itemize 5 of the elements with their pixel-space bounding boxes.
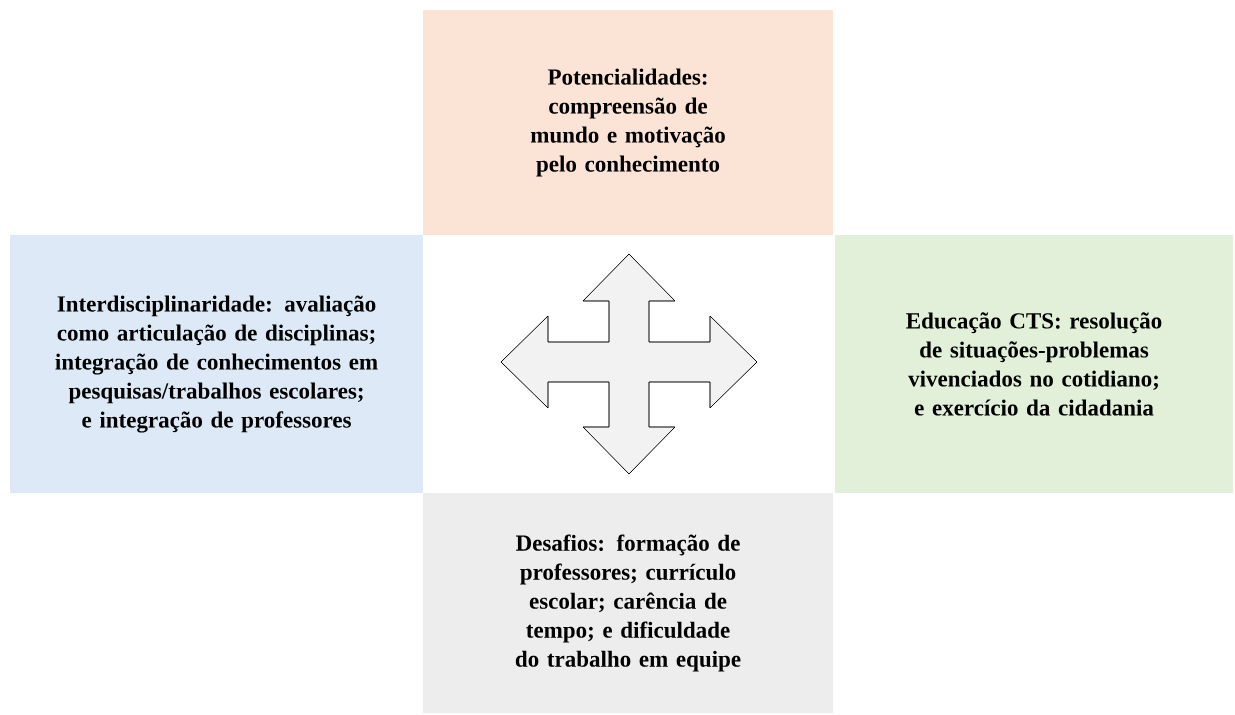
text-box: Desafios: formação de professores; currículo escolar; carência de tempo; e dificuldade do trabalho em equipe — [423, 493, 833, 713]
text-box: Educação CTS: resolução de situações-problemas vivenciados no cotidiano; e exercício da cidadania — [835, 235, 1233, 493]
text-box: Interdisciplinaridade: avaliação como articulação de disciplinas; integração de conhecimentos em pesquisas/trabalhos escolares; e integração de professores — [10, 235, 423, 493]
four-way-arrow — [500, 253, 758, 475]
text-box: Potencialidades: compreensão de mundo e motivação pelo conhecimento — [423, 10, 833, 235]
